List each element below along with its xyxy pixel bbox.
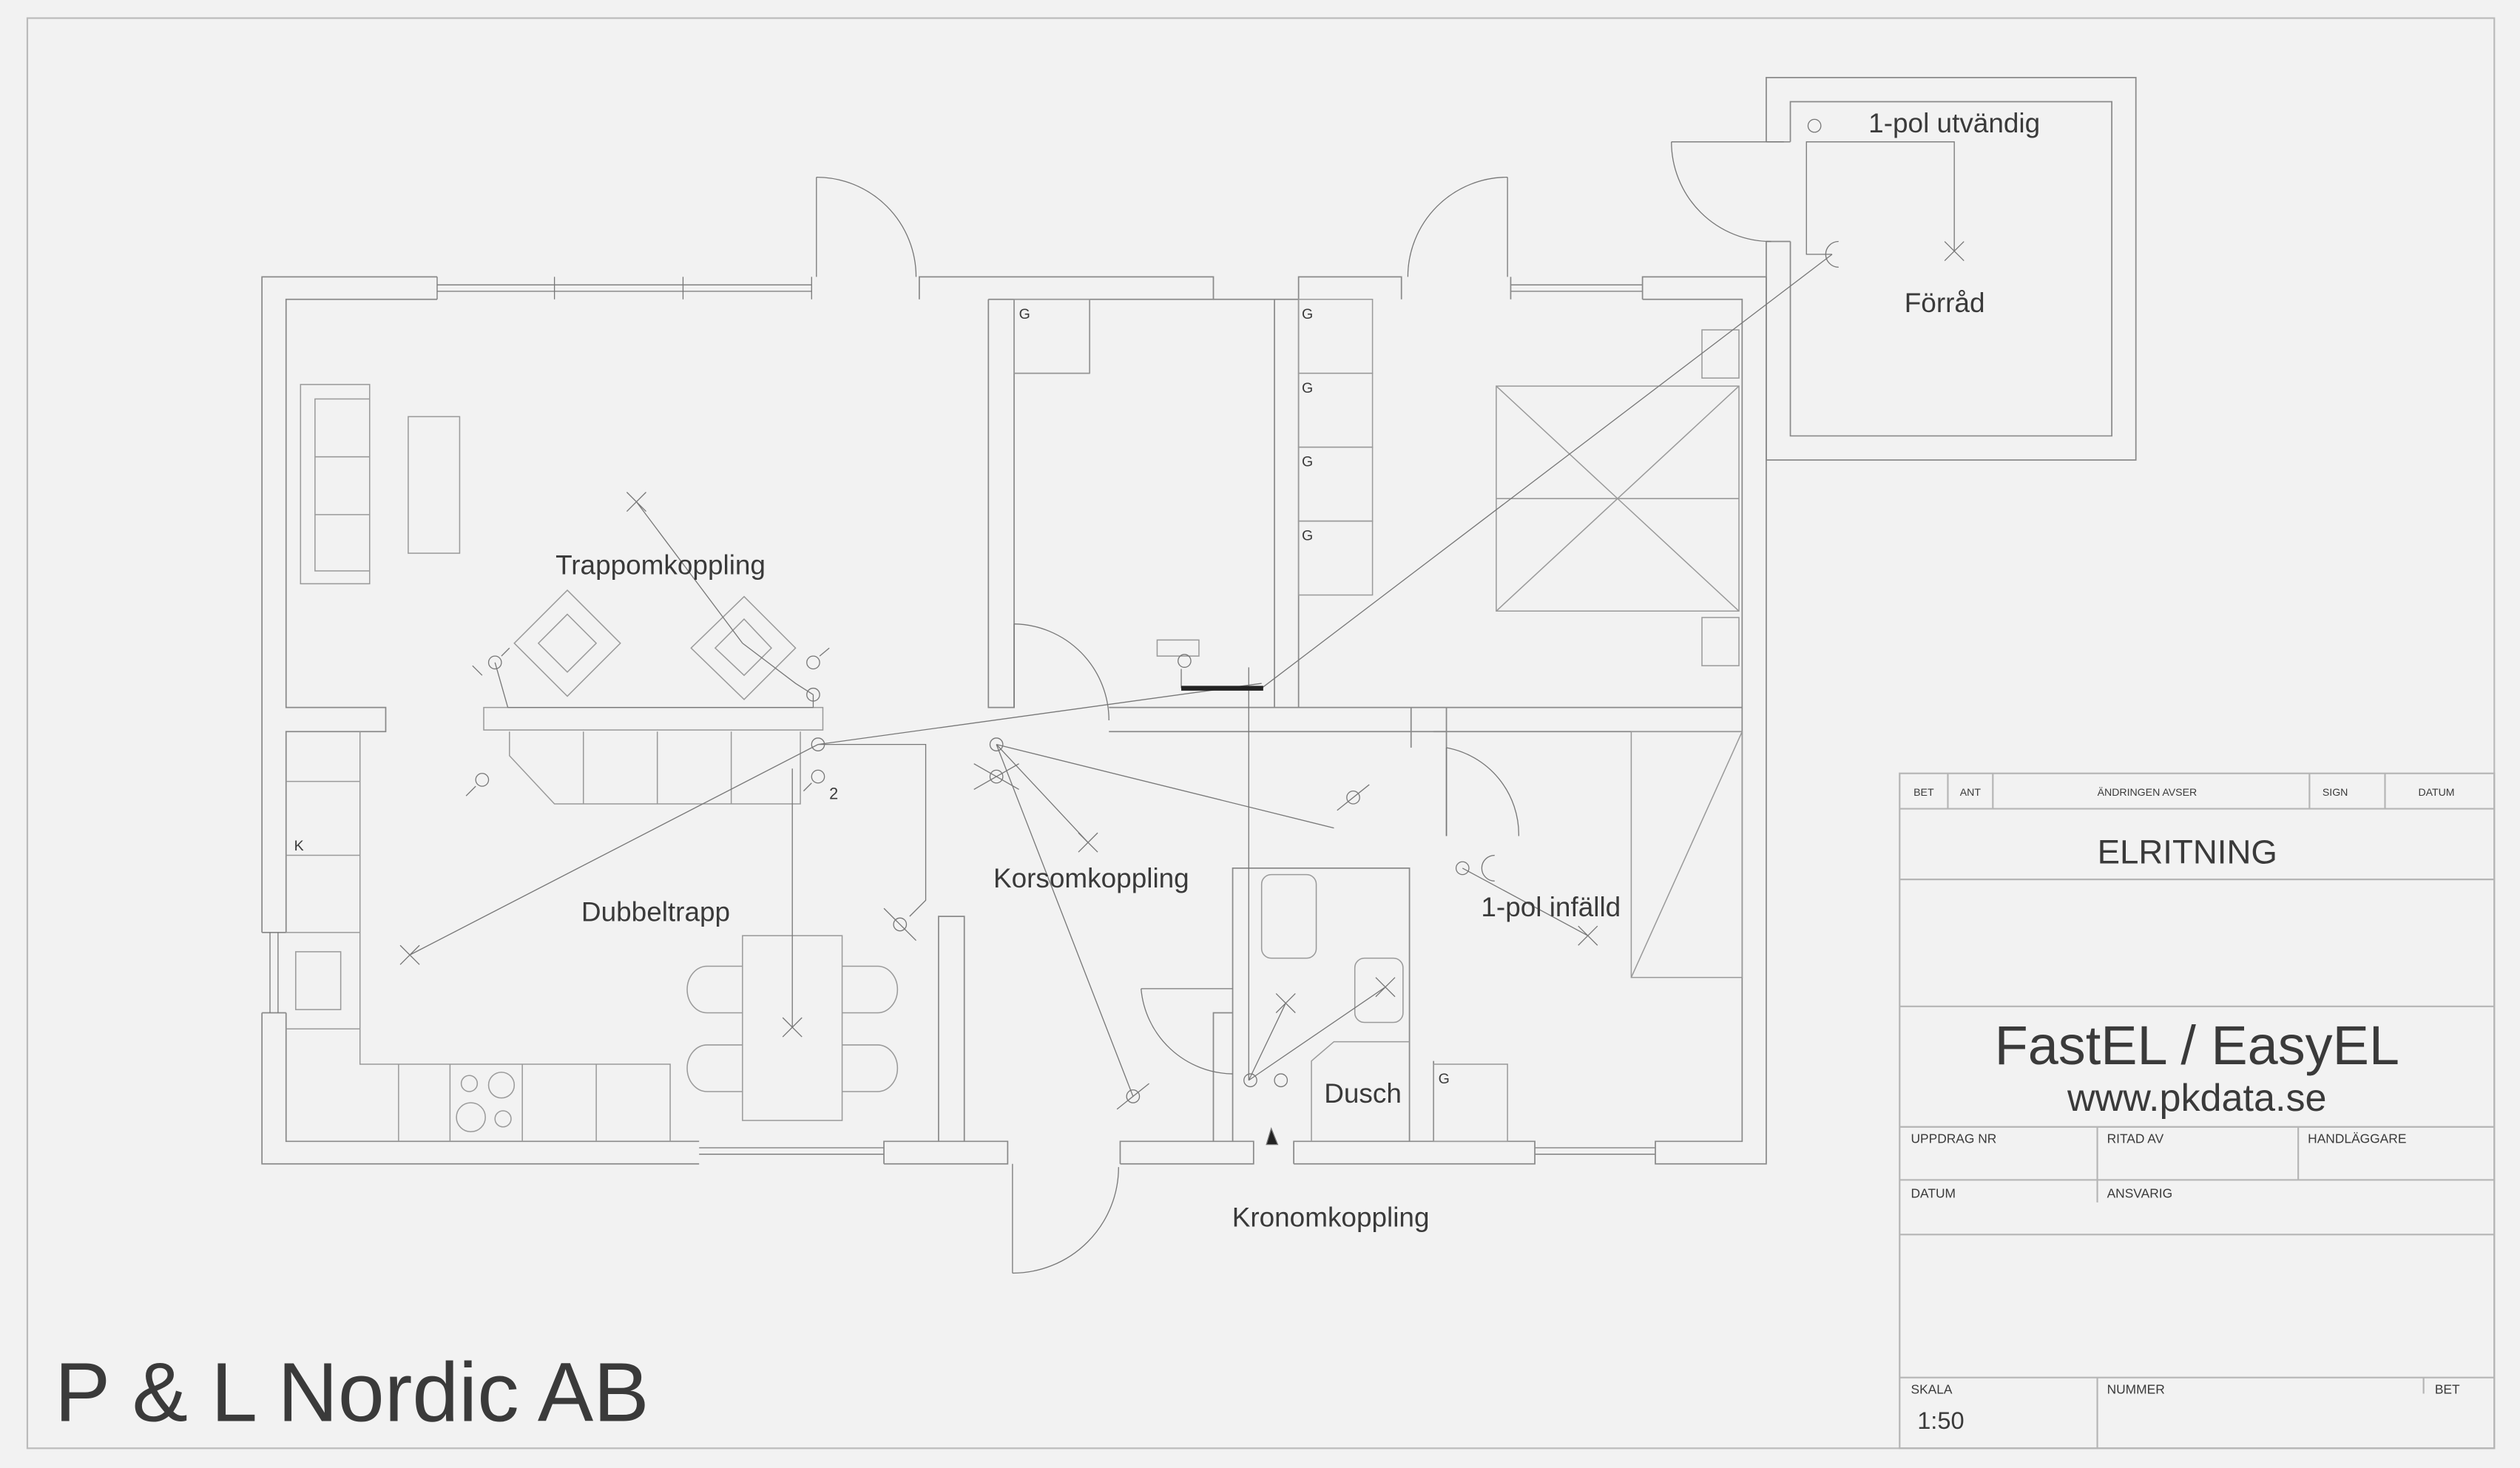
crown-switch-label: Kronomkoppling [1232, 1202, 1430, 1232]
rev-header-date: DATUM [2418, 786, 2454, 798]
product-name: FastEL / EasyEL [1995, 1015, 2399, 1076]
stair-switch-label: Trappomkoppling [555, 549, 766, 580]
doors [816, 141, 1784, 1274]
rev-header-change: ÄNDRINGEN AVSER [2098, 786, 2198, 798]
wardrobe-mark: G [1302, 306, 1313, 322]
wardrobe-mark: G [1302, 454, 1313, 470]
number-label: NUMMER [2107, 1381, 2165, 1396]
scale-value: 1:50 [1917, 1407, 1964, 1434]
website: www.pkdata.se [2067, 1077, 2327, 1120]
responsible-label: ANSVARIG [2107, 1185, 2173, 1200]
sheet-border [26, 17, 2496, 1450]
bathroom-label: Dusch [1324, 1078, 1402, 1109]
drawing-title: ELRITNING [2098, 833, 2277, 870]
handler-label: HANDLÄGGARE [2308, 1131, 2406, 1146]
double-stair-label: Dubbeltrapp [581, 897, 730, 927]
bet-label: BET [2435, 1381, 2460, 1396]
lamp-symbols [399, 241, 1965, 1038]
walls [261, 77, 2137, 1165]
rev-header-ant: ANT [1960, 786, 1982, 798]
wardrobe-mark: G [1302, 528, 1313, 544]
storage-room-label: Förråd [1905, 288, 1985, 318]
cross-switch-label: Korsomkoppling [993, 863, 1189, 893]
title-block: BET ANT ÄNDRINGEN AVSER SIGN DATUM ELRIT… [1899, 772, 2496, 1450]
switch-symbols [465, 118, 1839, 1110]
kitchen-mark: K [294, 838, 304, 854]
scale-label: SKALA [1911, 1381, 1952, 1396]
outdoor-switch-label: 1-pol utvändig [1868, 108, 2040, 138]
wardrobe-mark: G [1019, 306, 1030, 322]
wardrobe-mark: G [1439, 1071, 1450, 1087]
furniture [286, 298, 1743, 1143]
date-label: DATUM [1911, 1185, 1955, 1200]
switch-count-label: 2 [829, 784, 838, 802]
company-name: P & L Nordic AB [55, 1345, 649, 1438]
wardrobe-mark: G [1302, 380, 1313, 396]
recessed-switch-label: 1-pol infälld [1481, 892, 1621, 922]
drawn-by-label: RITAD AV [2107, 1131, 2164, 1146]
assignment-label: UPPDRAG NR [1911, 1131, 1996, 1146]
rev-header-sign: SIGN [2323, 786, 2348, 798]
electrical-wiring [409, 141, 1955, 1146]
rev-header-bet: BET [1913, 786, 1934, 798]
